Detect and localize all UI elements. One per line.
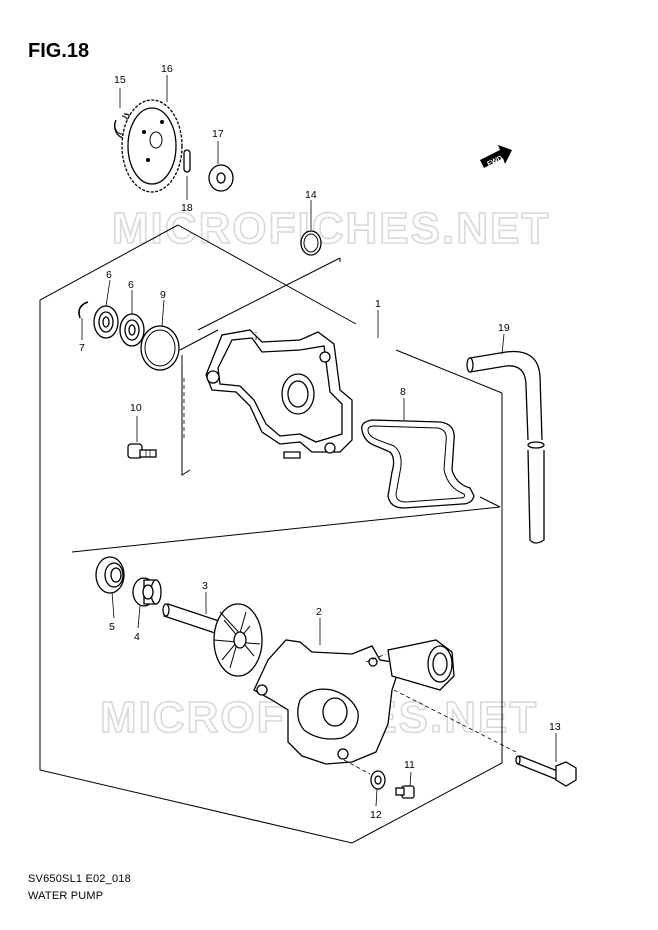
callout-6b: 6 [128, 279, 134, 291]
callout-8: 8 [400, 386, 406, 398]
figure-title: FIG.18 [28, 40, 90, 62]
callout-16: 16 [161, 63, 173, 75]
callout-19: 19 [498, 322, 510, 334]
callout-15: 15 [114, 74, 126, 86]
callout-9: 9 [160, 289, 166, 301]
part-18-pin [183, 149, 191, 173]
part-8-gasket [361, 419, 475, 509]
assembly-axes [183, 332, 517, 775]
part-17-washer [208, 164, 234, 192]
watermark-top: MICROFICHES.NET [112, 204, 550, 253]
part-16-gear [121, 99, 183, 193]
callout-3: 3 [202, 580, 208, 592]
figure-code: SV650SL1 E02_018 [28, 873, 131, 885]
fwd-arrow-icon: FWD [480, 145, 512, 168]
callout-12: 12 [370, 809, 382, 821]
callout-1: 1 [375, 298, 381, 310]
callout-10: 10 [130, 402, 142, 414]
callout-2: 2 [316, 606, 322, 618]
part-5-oil-seal [95, 556, 125, 594]
part-6-bearing-a [93, 305, 119, 339]
part-6-bearing-b [119, 313, 145, 347]
part-2-pump-housing [253, 639, 455, 765]
callout-18: 18 [181, 202, 193, 214]
part-4-mechanical-seal [132, 577, 162, 607]
callout-labels: 15 16 17 18 14 6 6 9 7 10 1 8 19 3 2 5 4… [79, 63, 561, 821]
part-19-hose [466, 350, 545, 544]
part-9-oring [140, 325, 180, 371]
callout-4: 4 [134, 631, 140, 643]
assembly-frame [39, 224, 503, 844]
figure-name: WATER PUMP [28, 890, 104, 902]
part-7-clip [78, 301, 89, 319]
part-13-bolt [515, 755, 577, 787]
part-12-washer [370, 770, 386, 790]
part-10-bolt [127, 443, 157, 459]
leader-lines [81, 75, 557, 807]
part-3-impeller [162, 603, 263, 677]
callout-7: 7 [79, 342, 85, 354]
part-11-drain-bolt [395, 785, 415, 799]
callout-17: 17 [212, 128, 224, 140]
callout-6a: 6 [106, 269, 112, 281]
part-14-oring [300, 230, 322, 256]
callout-13: 13 [549, 721, 561, 733]
callout-5: 5 [109, 621, 115, 633]
callout-14: 14 [305, 189, 317, 201]
callout-11: 11 [404, 759, 415, 771]
part-1-pump-cover [205, 329, 353, 459]
